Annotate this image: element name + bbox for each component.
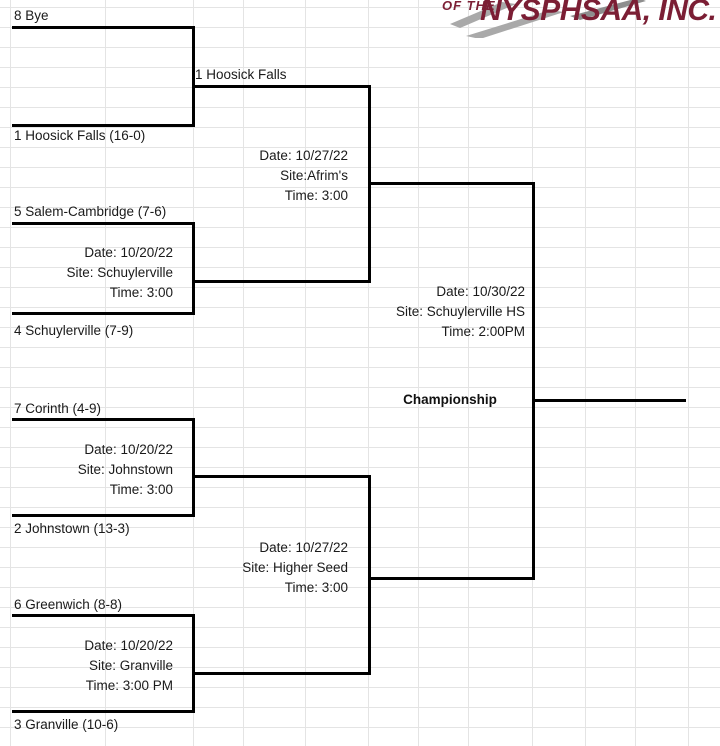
round1-bracket-2 <box>12 222 195 315</box>
round1-team-1-bottom: 1 Hoosick Falls (16-0) <box>14 128 146 143</box>
grid-row-line <box>0 167 720 168</box>
round1-game-3-info: Date: 10/20/22 Site: Johnstown Time: 3:0… <box>0 440 173 500</box>
round1-game-4-date: Date: 10/20/22 <box>84 638 173 653</box>
grid-row-line <box>0 507 720 508</box>
logo-swoosh-mid <box>570 0 646 20</box>
final-date: Date: 10/30/22 <box>436 284 525 299</box>
final-game-info: Date: 10/30/22 Site: Schuylerville HS Ti… <box>355 282 525 342</box>
grid-row-line <box>0 727 720 728</box>
grid-row-line <box>0 107 720 108</box>
grid-row-line <box>0 327 720 328</box>
grid-row-line <box>0 467 720 468</box>
logo-swoosh-lower <box>466 10 564 38</box>
grid-row-line <box>0 127 720 128</box>
grid-row-line <box>0 367 720 368</box>
grid-row-line <box>0 307 720 308</box>
logo-text-of-the: OF THE <box>442 0 496 13</box>
grid-row-line <box>0 547 720 548</box>
grid-column-line <box>635 0 636 746</box>
grid-row-line <box>0 27 720 28</box>
grid-row-line <box>0 607 720 608</box>
grid-row-line <box>0 647 720 648</box>
final-site: Site: Schuylerville HS <box>395 304 525 319</box>
round1-team-2-bottom: 4 Schuylerville (7-9) <box>14 323 134 338</box>
round1-game-3-time: Time: 3:00 <box>109 482 173 497</box>
grid-row-line <box>0 187 720 188</box>
round1-team-3-top: 7 Corinth (4-9) <box>14 401 102 416</box>
round1-team-4-bottom: 3 Granville (10-6) <box>14 717 119 732</box>
round1-game-2-site: Site: Schuylerville <box>66 265 173 280</box>
semifinal-top-time: Time: 3:00 <box>284 188 348 203</box>
semifinal-top-date: Date: 10/27/22 <box>259 148 348 163</box>
grid-row-line <box>0 487 720 488</box>
grid-row-line <box>0 427 720 428</box>
semifinal-top-winner: 1 Hoosick Falls <box>195 67 287 82</box>
final-time: Time: 2:00PM <box>441 324 525 339</box>
final-bracket <box>368 182 535 580</box>
grid-row-line <box>0 347 720 348</box>
round1-game-4-info: Date: 10/20/22 Site: Granville Time: 3:0… <box>0 636 173 696</box>
grid-row-line <box>0 667 720 668</box>
grid-row-line <box>0 687 720 688</box>
championship-label: Championship <box>403 392 497 407</box>
grid-column-line <box>688 0 689 746</box>
grid-column-line <box>193 0 194 746</box>
champion-line <box>532 399 686 402</box>
round1-game-4-time: Time: 3:00 PM <box>85 678 173 693</box>
grid-row-line <box>0 707 720 708</box>
round1-game-2-time: Time: 3:00 <box>109 285 173 300</box>
round1-game-2-date: Date: 10/20/22 <box>84 245 173 260</box>
semifinal-bottom-date: Date: 10/27/22 <box>259 540 348 555</box>
round1-team-4-top: 6 Greenwich (8-8) <box>14 597 123 612</box>
grid-row-line <box>0 267 720 268</box>
grid-column-line <box>10 0 11 746</box>
grid-row-line <box>0 447 720 448</box>
grid-column-line <box>468 0 469 746</box>
grid-row-line <box>0 7 720 8</box>
semifinal-bottom-info: Date: 10/27/22 Site: Higher Seed Time: 3… <box>180 538 348 598</box>
round1-game-3-site: Site: Johnstown <box>77 462 173 477</box>
logo-text-nysphsaa: NYSPHSAA, INC. <box>480 0 716 27</box>
semifinal-bracket-bottom <box>192 475 371 675</box>
grid-row-line <box>0 207 720 208</box>
nysphsaa-logo-graphic: OF THE NYSPHSAA, INC. <box>442 0 717 38</box>
grid-row-line <box>0 247 720 248</box>
round1-bracket-1 <box>12 26 195 127</box>
round1-team-2-top: 5 Salem-Cambridge (7-6) <box>14 204 167 219</box>
grid-row-line <box>0 407 720 408</box>
grid-row-line <box>0 627 720 628</box>
grid-row-line <box>0 67 720 68</box>
grid-row-line <box>0 47 720 48</box>
round1-team-1-top: 8 Bye <box>14 8 49 23</box>
semifinal-bottom-site: Site: Higher Seed <box>242 560 348 575</box>
grid-row-line <box>0 387 720 388</box>
grid-column-line <box>305 0 306 746</box>
grid-row-line <box>0 527 720 528</box>
grid-column-line <box>418 0 419 746</box>
round1-team-3-bottom: 2 Johnstown (13-3) <box>14 521 130 536</box>
grid-column-line <box>368 0 369 746</box>
grid-row-line <box>0 227 720 228</box>
nysphsaa-logo: OF THE NYSPHSAA, INC. <box>430 0 720 38</box>
semifinal-top-site: Site:Afrim's <box>280 168 348 183</box>
round1-game-2-info: Date: 10/20/22 Site: Schuylerville Time:… <box>0 243 173 303</box>
round1-game-3-date: Date: 10/20/22 <box>84 442 173 457</box>
grid-row-line <box>0 567 720 568</box>
semifinal-bottom-time: Time: 3:00 <box>284 580 348 595</box>
grid-row-line <box>0 147 720 148</box>
semifinal-top-info: Date: 10/27/22 Site:Afrim's Time: 3:00 <box>180 146 348 206</box>
grid-column-line <box>585 0 586 746</box>
grid-column-line <box>243 0 244 746</box>
logo-swoosh-upper <box>450 2 516 28</box>
round1-game-4-site: Site: Granville <box>88 658 173 673</box>
grid-row-line <box>0 287 720 288</box>
round1-bracket-3 <box>12 418 195 517</box>
grid-row-line <box>0 587 720 588</box>
grid-column-line <box>105 0 106 746</box>
round1-bracket-4 <box>12 614 195 713</box>
